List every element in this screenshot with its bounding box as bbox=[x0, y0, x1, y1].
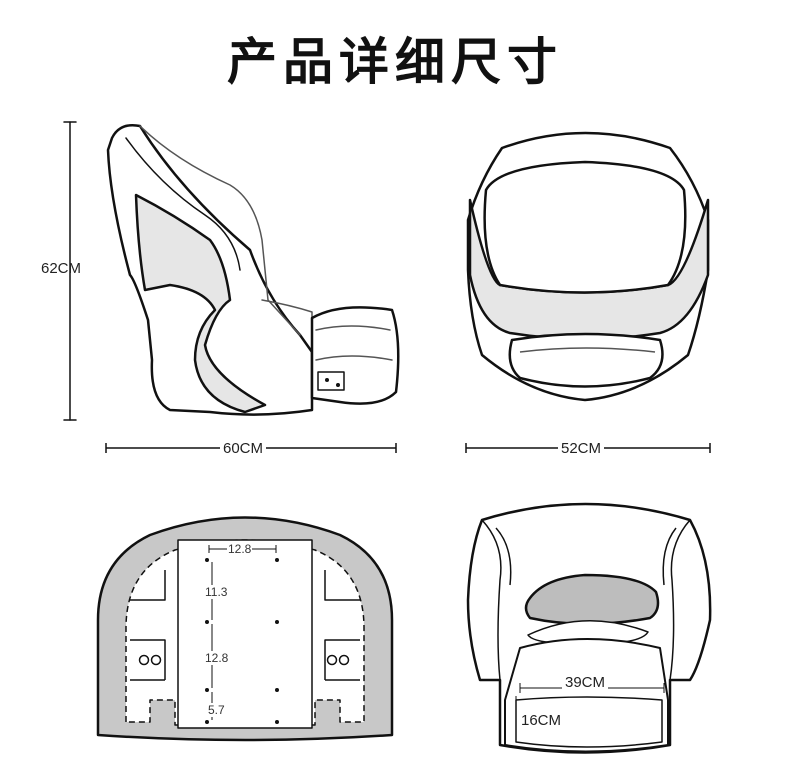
depth-label: 60CM bbox=[220, 440, 267, 458]
width-label: 52CM bbox=[558, 440, 605, 458]
hole-spacing-1-label: 11.3 bbox=[204, 585, 229, 599]
hole-spacing-3-label: 5.7 bbox=[207, 703, 226, 717]
side-view-drawing bbox=[63, 121, 400, 421]
front-view-drawing bbox=[466, 131, 710, 402]
hole-spacing-top-label: 12.8 bbox=[227, 542, 253, 556]
hole-spacing-2-label: 12.8 bbox=[204, 651, 230, 665]
height-label: 62CM bbox=[41, 260, 82, 277]
page-title: 产品详细尺寸 bbox=[227, 33, 563, 91]
inner-depth-label: 16CM bbox=[518, 712, 565, 730]
bottom-view-drawing bbox=[96, 516, 394, 742]
rear-view-drawing bbox=[466, 502, 712, 754]
inner-width-label: 39CM bbox=[562, 674, 609, 692]
